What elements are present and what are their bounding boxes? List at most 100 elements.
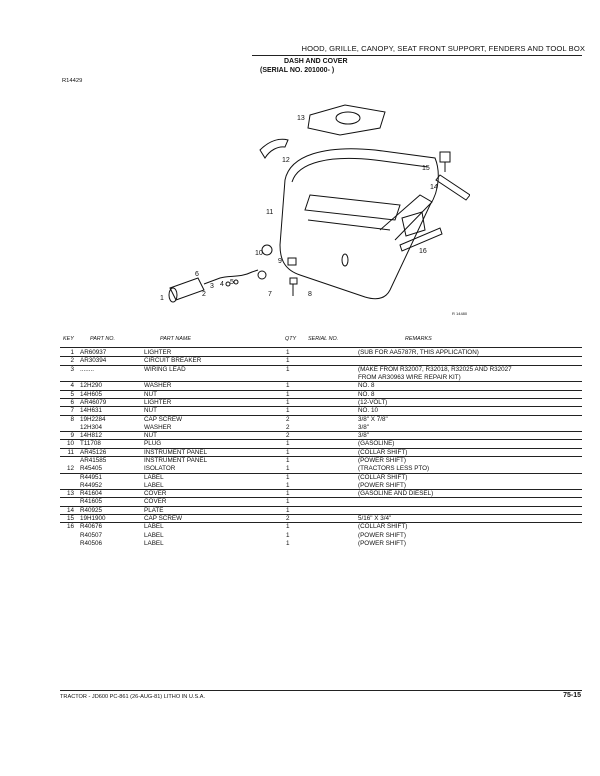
row-part-name: LABEL xyxy=(144,531,164,539)
row-part-name: NUT xyxy=(144,390,157,398)
row-remarks: (GASOLINE) xyxy=(358,440,395,448)
row-part-name: WASHER xyxy=(144,423,172,431)
row-part-no: 14H605 xyxy=(80,390,103,398)
row-remarks: (GASOLINE AND DIESEL) xyxy=(358,490,434,498)
col-part-no: PART NO. xyxy=(90,336,115,342)
row-part-name: COVER xyxy=(144,490,167,498)
page-header-title: HOOD, GRILLE, CANOPY, SEAT FRONT SUPPORT… xyxy=(301,44,585,53)
row-part-no: R45405 xyxy=(80,465,103,473)
row-key: 5 xyxy=(70,390,74,398)
row-remarks: 3/8" X 7/8" xyxy=(358,415,388,423)
callout-9: 9 xyxy=(278,258,282,265)
col-qty: QTY xyxy=(285,336,297,342)
row-remarks: NO. 10 xyxy=(358,407,378,415)
callout-4: 4 xyxy=(220,281,224,288)
row-key: 4 xyxy=(70,382,74,390)
table-row: 12H304 WASHER 2 3/8" xyxy=(60,423,582,433)
row-part-no: R41605 xyxy=(80,498,103,506)
row-part-no: 12H304 xyxy=(80,423,103,431)
col-remarks: REMARKS xyxy=(405,336,432,342)
row-part-name: COVER xyxy=(144,498,167,506)
row-part-no: 12H290 xyxy=(80,382,103,390)
row-qty: 1 xyxy=(286,365,290,373)
callout-7: 7 xyxy=(268,291,272,298)
row-qty: 1 xyxy=(286,407,290,415)
row-key: 11 xyxy=(67,448,74,456)
row-qty: 1 xyxy=(286,490,290,498)
row-part-no: AR41585 xyxy=(80,457,107,465)
row-key: 8 xyxy=(70,415,74,423)
row-part-name: CAP SCREW xyxy=(144,415,183,423)
row-part-name: WASHER xyxy=(144,382,172,390)
row-remarks: (SUB FOR AA5787R, THIS APPLICATION) xyxy=(358,349,479,356)
row-part-no: AR30394 xyxy=(80,357,107,365)
row-qty: 1 xyxy=(286,448,290,456)
row-part-no: 14H631 xyxy=(80,407,103,415)
row-remarks: (MAKE FROM R32007, R32018, R32025 AND R3… xyxy=(358,365,512,373)
row-part-no: R44952 xyxy=(80,481,103,489)
table-header-rule xyxy=(60,347,582,348)
row-part-name: CAP SCREW xyxy=(144,515,183,523)
row-remarks: (12-VOLT) xyxy=(358,398,388,406)
row-qty: 1 xyxy=(286,531,290,539)
row-part-no: 14H812 xyxy=(80,432,103,440)
row-qty: 2 xyxy=(286,415,290,423)
callout-12: 12 xyxy=(282,157,290,164)
row-part-name: WIRING LEAD xyxy=(144,365,186,373)
callout-5: 5 xyxy=(230,279,234,286)
row-qty: 2 xyxy=(286,423,290,431)
footer-rule xyxy=(60,690,582,691)
row-key: 12 xyxy=(66,465,74,473)
row-remarks: (COLLAR SHIFT) xyxy=(358,523,408,531)
row-remarks: (COLLAR SHIFT) xyxy=(358,473,408,481)
row-part-no: ........ xyxy=(80,365,94,373)
row-part-name: INSTRUMENT PANEL xyxy=(144,457,208,465)
row-qty: 1 xyxy=(286,523,290,531)
row-key: 16 xyxy=(66,523,74,531)
row-key: 7 xyxy=(70,407,74,415)
table-row: R40507 LABEL 1 (POWER SHIFT) xyxy=(60,532,582,540)
row-remarks: (POWER SHIFT) xyxy=(358,531,406,539)
row-remarks: 3/8" xyxy=(358,423,369,431)
footer-text: TRACTOR - JD600 PC-861 (26-AUG-81) LITHO… xyxy=(60,694,206,700)
row-qty: 1 xyxy=(286,457,290,465)
section-title: DASH AND COVER xyxy=(284,58,348,65)
row-qty: 1 xyxy=(286,481,290,489)
row-qty: 1 xyxy=(286,473,290,481)
row-remarks: FROM AR30963 WIRE REPAIR KIT) xyxy=(358,373,461,381)
row-part-no: R40507 xyxy=(80,531,103,539)
header-rule xyxy=(252,55,582,56)
row-part-no: R40506 xyxy=(80,539,103,547)
row-remarks: (TRACTORS LESS PTO) xyxy=(358,465,430,473)
row-remarks: (POWER SHIFT) xyxy=(358,539,406,547)
callout-13: 13 xyxy=(297,115,305,122)
serial-range: (SERIAL NO. 201000- ) xyxy=(260,67,335,74)
row-part-name: PLATE xyxy=(144,506,164,514)
col-part-name: PART NAME xyxy=(160,336,191,342)
row-part-name: PLUG xyxy=(144,440,162,448)
row-remarks: 5/16" X 3/4" xyxy=(358,515,392,523)
callout-15: 15 xyxy=(422,165,430,172)
row-part-no: AR60937 xyxy=(80,349,107,356)
row-qty: 1 xyxy=(286,357,290,365)
row-part-no: R40676 xyxy=(80,523,103,531)
row-qty: 1 xyxy=(286,498,290,506)
diagram-ref-code: R 14480 xyxy=(452,311,468,316)
row-key: 1 xyxy=(70,349,74,356)
callout-2: 2 xyxy=(202,291,206,298)
row-remarks: (POWER SHIFT) xyxy=(358,481,406,489)
